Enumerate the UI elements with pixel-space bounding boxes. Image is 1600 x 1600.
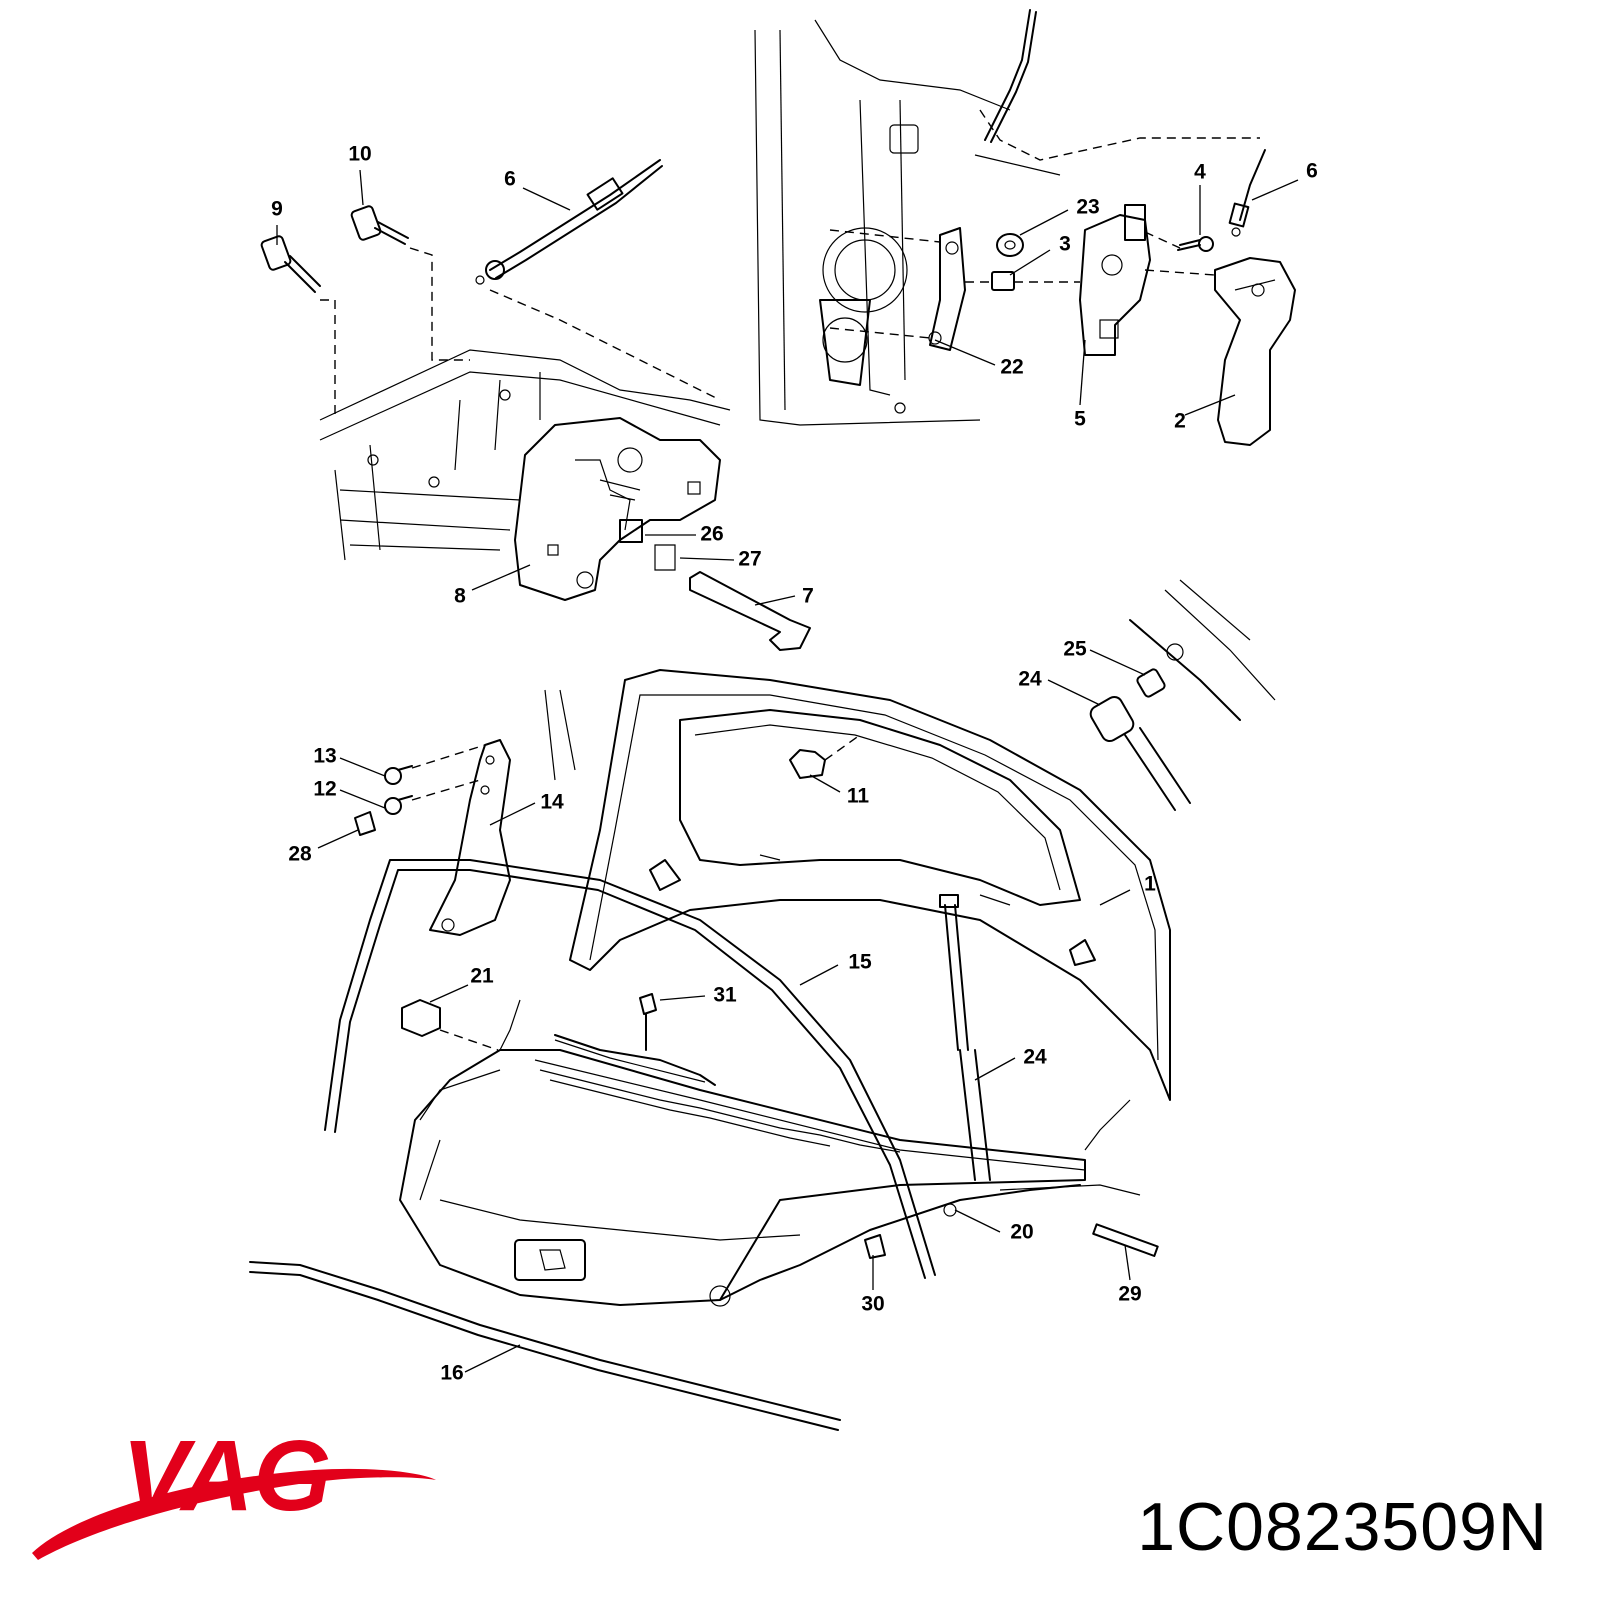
callout-24-lower: 24 — [1023, 1046, 1047, 1069]
nut-23 — [996, 233, 1024, 257]
callout-labels: 1 2 3 4 5 6 6 7 8 9 10 11 12 13 14 15 16… — [271, 143, 1318, 1385]
bracket-22 — [928, 227, 966, 351]
release-cable-left — [475, 159, 663, 285]
callout-31: 31 — [713, 984, 737, 1007]
bushing-25 — [1136, 643, 1184, 698]
leader-lines — [276, 169, 1299, 1373]
a-pillar-panel — [754, 19, 1260, 426]
hinge-14 — [429, 689, 576, 936]
logo-text: VAG — [122, 1420, 331, 1532]
callout-21: 21 — [470, 965, 494, 988]
callout-26: 26 — [700, 523, 723, 546]
callout-15: 15 — [848, 951, 872, 974]
callout-10: 10 — [348, 143, 371, 166]
grommet-28 — [354, 811, 376, 836]
callout-6-left: 6 — [504, 168, 516, 191]
callout-2: 2 — [1174, 410, 1186, 433]
callout-7: 7 — [802, 585, 814, 608]
front-body-panel — [319, 349, 731, 561]
engine-bay-plenum — [399, 999, 1141, 1306]
fender-edge-right — [1129, 579, 1276, 721]
release-cable-top — [984, 9, 1037, 143]
cable-end-6 — [1228, 149, 1266, 237]
callout-22: 22 — [1000, 356, 1023, 379]
callout-29: 29 — [1118, 1283, 1141, 1306]
seal-16 — [249, 1261, 841, 1431]
clip-21 — [401, 999, 441, 1037]
bolt-12 — [384, 795, 413, 815]
callout-13: 13 — [313, 745, 336, 768]
callout-9: 9 — [271, 198, 283, 221]
screw-4 — [1177, 236, 1214, 252]
hood-seal-15 — [324, 859, 936, 1279]
callout-1: 1 — [1144, 873, 1156, 896]
callout-16: 16 — [440, 1362, 463, 1385]
clip-31 — [639, 993, 657, 1051]
release-handle-2 — [1214, 257, 1296, 446]
callout-4: 4 — [1194, 161, 1206, 184]
callout-27: 27 — [738, 548, 761, 571]
callout-6-right: 6 — [1306, 160, 1318, 183]
bolt-13 — [384, 765, 413, 785]
callout-5: 5 — [1074, 408, 1086, 431]
callout-14: 14 — [540, 791, 564, 814]
callout-3: 3 — [1059, 233, 1071, 256]
part-number: 1C0823509N — [1137, 1489, 1548, 1565]
clip-3 — [991, 271, 1015, 291]
bolt-9 — [260, 235, 321, 293]
callout-11: 11 — [847, 785, 870, 808]
callout-20: 20 — [1010, 1221, 1033, 1244]
clip-30 — [864, 1234, 886, 1259]
release-lever — [689, 571, 811, 651]
handle-bracket-5 — [1079, 204, 1151, 356]
callout-12: 12 — [313, 778, 336, 801]
callout-25: 25 — [1063, 638, 1087, 661]
wiper-blade — [554, 1034, 716, 1086]
vag-logo: VAG — [32, 1420, 436, 1560]
logo-swoosh — [32, 1468, 436, 1560]
callout-30: 30 — [861, 1293, 884, 1316]
hood-panel — [569, 669, 1171, 1101]
cable-20 — [709, 1184, 1081, 1307]
callout-23: 23 — [1076, 196, 1099, 219]
callout-8: 8 — [454, 585, 466, 608]
gas-strut-24 — [939, 894, 991, 1181]
bump-stop-11 — [789, 749, 826, 779]
gas-strut-upper-24 — [1089, 695, 1191, 811]
pin-29 — [1092, 1223, 1159, 1257]
bolt-10 — [350, 205, 409, 245]
callout-28: 28 — [288, 843, 312, 866]
callout-24-upper: 24 — [1018, 668, 1042, 691]
lock-carrier — [514, 417, 721, 601]
